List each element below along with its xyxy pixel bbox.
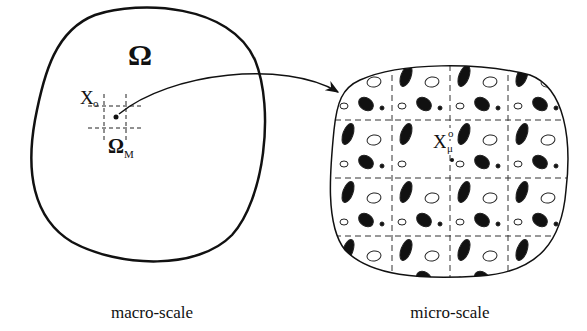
inclusion xyxy=(496,280,500,284)
inclusion xyxy=(398,122,415,146)
inclusion xyxy=(366,76,382,88)
point-symbol: X xyxy=(80,88,94,107)
inclusion xyxy=(496,106,500,110)
inclusion xyxy=(472,210,492,229)
inclusion xyxy=(366,192,382,204)
inclusion xyxy=(456,103,464,109)
inclusion xyxy=(514,161,522,167)
scale-caption: micro-scale xyxy=(410,304,489,321)
inclusion xyxy=(456,161,464,167)
inclusion xyxy=(482,250,498,262)
macro-domain xyxy=(31,8,265,262)
inclusion xyxy=(482,76,498,88)
subdomain-subscript: M xyxy=(124,149,134,160)
inclusion xyxy=(424,250,440,262)
inclusion xyxy=(438,280,442,284)
inclusion xyxy=(366,134,382,146)
inclusion xyxy=(340,161,348,167)
inclusion xyxy=(340,103,348,109)
inclusion xyxy=(496,164,500,168)
inclusion xyxy=(472,152,492,171)
inclusion xyxy=(380,222,384,226)
inclusion xyxy=(554,164,558,168)
inclusion xyxy=(356,268,376,287)
inclusion xyxy=(540,134,556,146)
micro-grid xyxy=(325,55,575,290)
inclusion xyxy=(530,210,550,229)
inclusion xyxy=(482,134,498,146)
inclusion xyxy=(366,250,382,262)
macro-point xyxy=(114,115,119,120)
inclusion xyxy=(540,192,556,204)
scale-caption: macro-scale xyxy=(111,304,193,321)
inclusion xyxy=(496,222,500,226)
inclusion xyxy=(380,280,384,284)
micro-point-subscript: μ xyxy=(446,143,454,154)
point-subscript: o xyxy=(93,98,99,109)
inclusion xyxy=(530,94,550,113)
inclusion xyxy=(514,180,531,204)
inclusion xyxy=(554,106,558,110)
inclusion xyxy=(424,76,440,88)
inclusion xyxy=(514,219,522,225)
subdomain-symbol: Ω xyxy=(108,136,124,156)
inclusion xyxy=(340,180,357,204)
inclusion xyxy=(554,222,558,226)
inclusion xyxy=(340,64,357,88)
inclusion xyxy=(456,64,473,88)
inclusion xyxy=(514,64,531,88)
inclusion xyxy=(380,164,384,168)
inclusion xyxy=(398,103,406,109)
inclusion xyxy=(438,222,442,226)
micro-point xyxy=(450,158,454,162)
inclusion xyxy=(456,180,473,204)
micro-domain xyxy=(330,66,568,278)
inclusion xyxy=(456,122,473,146)
inclusion xyxy=(398,219,406,225)
inclusion xyxy=(414,268,434,287)
inclusion xyxy=(414,94,434,113)
inclusion xyxy=(472,268,492,287)
inclusion xyxy=(530,152,550,171)
domain-symbol: Ω xyxy=(128,40,152,70)
inclusion xyxy=(398,238,415,262)
micro-point-superscript: o xyxy=(447,128,455,139)
zoom-arrow xyxy=(119,74,338,114)
inclusion xyxy=(482,192,498,204)
inclusion xyxy=(380,106,384,110)
inclusion xyxy=(514,103,522,109)
inclusion xyxy=(530,268,550,287)
inclusion xyxy=(424,192,440,204)
inclusion xyxy=(398,180,415,204)
inclusion xyxy=(414,210,434,229)
macro-grid xyxy=(88,94,142,140)
inclusion xyxy=(398,161,406,167)
inclusion xyxy=(340,277,348,283)
inclusion xyxy=(456,277,464,283)
inclusion xyxy=(472,94,492,113)
inclusion xyxy=(514,122,531,146)
inclusion xyxy=(356,152,376,171)
inclusion xyxy=(514,238,531,262)
inclusion xyxy=(554,280,558,284)
inclusion xyxy=(340,219,348,225)
inclusion xyxy=(340,122,357,146)
inclusion xyxy=(456,238,473,262)
inclusion xyxy=(514,277,522,283)
inclusion xyxy=(356,210,376,229)
inclusion xyxy=(398,277,406,283)
inclusion xyxy=(438,106,442,110)
inclusion xyxy=(356,94,376,113)
inclusion xyxy=(456,219,464,225)
